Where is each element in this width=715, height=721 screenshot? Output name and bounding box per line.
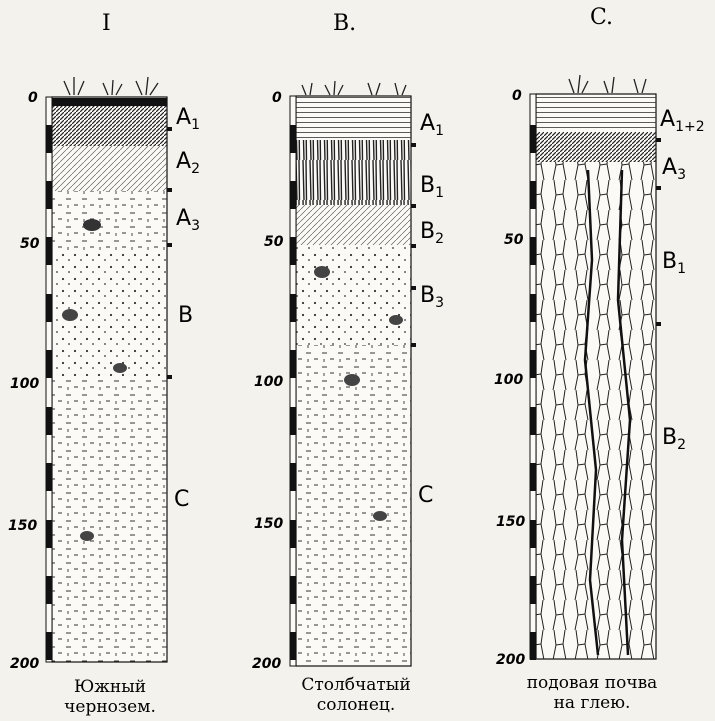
profile-b-horizon-markers — [411, 143, 416, 347]
depth-label-200: 200 — [496, 652, 525, 668]
horizon-label: B1 — [662, 249, 686, 277]
profile-a-caption-line-1: Южный — [74, 677, 146, 697]
horizon-label: B1 — [420, 173, 444, 201]
horizon-label: C — [174, 487, 189, 512]
profile-a: I — [8, 11, 200, 717]
horizon-label: B2 — [662, 425, 686, 453]
horizon-label: A3 — [176, 206, 200, 234]
profile-a-horizon-labels: A1 A2 A3 B C — [174, 105, 200, 512]
horizon-label: B2 — [420, 219, 444, 247]
depth-label-200: 200 — [10, 656, 39, 672]
profile-c-caption-line-1: подовая почва — [527, 673, 658, 693]
depth-label-50: 50 — [264, 234, 284, 250]
depth-label-200: 200 — [252, 656, 281, 672]
horizon-label: B — [178, 303, 193, 328]
horizon-label: B3 — [420, 283, 444, 311]
profile-c-horizon-labels: A1+2 A3 B1 B2 — [660, 107, 705, 453]
profile-a-grass — [64, 77, 158, 95]
profile-c-letter: C. — [590, 5, 613, 30]
profile-a-depth-ruler — [46, 97, 52, 662]
profile-b-depth-labels: 0 50 100 150 200 — [252, 90, 284, 672]
profile-a-depth-labels: 0 50 100 150 200 — [8, 90, 40, 672]
profile-c-column — [536, 94, 656, 659]
profile-b-caption-line-2: солонец. — [317, 695, 396, 715]
depth-label-150: 150 — [496, 514, 525, 530]
profile-b-horizon-labels: A1 B1 B2 B3 C — [418, 111, 444, 508]
horizon-label: A1 — [176, 105, 200, 133]
profile-a-caption-line-2: чернозем. — [64, 697, 156, 717]
profile-b-letter: B. — [333, 11, 356, 36]
profile-a-horizon-markers — [167, 127, 172, 379]
profile-c-grass — [569, 75, 646, 93]
depth-label-0: 0 — [272, 90, 282, 106]
profile-a-letter: I — [102, 11, 111, 36]
horizon-label: A1 — [420, 111, 444, 139]
depth-label-100: 100 — [10, 376, 39, 392]
profile-b-grass — [302, 81, 406, 95]
depth-label-0: 0 — [28, 90, 38, 106]
profile-c-depth-ruler — [530, 94, 536, 660]
horizon-label: A2 — [176, 149, 200, 177]
depth-label-0: 0 — [512, 88, 522, 104]
profile-c: C. 0 50 — [494, 5, 705, 713]
profile-b-column — [296, 96, 411, 666]
depth-label-150: 150 — [254, 516, 283, 532]
profile-b: B. — [252, 11, 444, 715]
depth-label-50: 50 — [504, 232, 524, 248]
depth-label-150: 150 — [8, 518, 37, 534]
horizon-label: C — [418, 483, 433, 508]
horizon-label: A1+2 — [660, 107, 705, 135]
depth-label-100: 100 — [254, 374, 283, 390]
profile-a-column — [52, 97, 167, 662]
profile-c-horizon-markers — [656, 138, 661, 326]
profile-c-depth-labels: 0 50 100 150 200 — [494, 88, 525, 668]
horizon-label: A3 — [662, 155, 686, 183]
profile-b-depth-ruler — [290, 96, 296, 666]
depth-label-50: 50 — [20, 236, 40, 252]
depth-label-100: 100 — [494, 372, 523, 388]
profile-b-caption-line-1: Столбчатый — [301, 675, 410, 695]
profile-c-caption-line-2: на глею. — [554, 693, 631, 713]
